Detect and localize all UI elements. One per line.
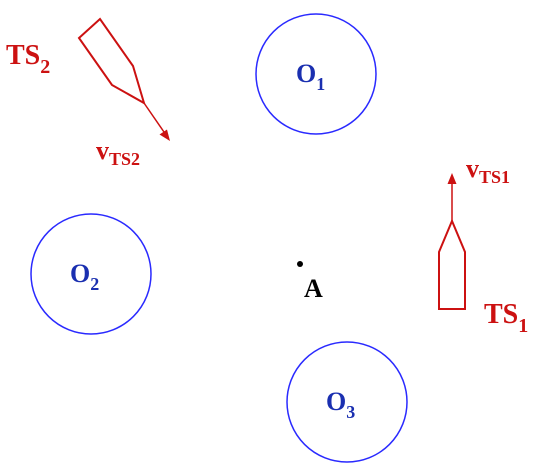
- point-a-label: A: [304, 274, 323, 303]
- obstacle-o1-label: O1: [296, 59, 325, 94]
- ship-ts1-hull: [438, 218, 466, 310]
- obstacle-o1: O1: [255, 13, 377, 135]
- obstacle-o3-circle: [286, 341, 408, 463]
- ship-ts2-velocity-label: vTS2: [96, 136, 140, 169]
- obstacle-o3-label: O3: [326, 387, 355, 422]
- obstacle-o2-circle: [30, 213, 152, 335]
- ship-ts2: vTS2 TS2: [6, 17, 170, 169]
- ship-ts2-velocity-arrow: [143, 102, 165, 133]
- ship-ts2-label: TS2: [6, 40, 50, 78]
- obstacle-o2-label: O2: [70, 259, 99, 294]
- point-a: A: [297, 261, 323, 303]
- obstacle-o1-circle: [255, 13, 377, 135]
- ship-ts1-label: TS1: [484, 299, 528, 337]
- ship-ts1: vTS1 TS1: [438, 154, 528, 337]
- ship-ts2-velocity-arrowhead: [159, 129, 170, 141]
- point-a-dot: [297, 261, 303, 267]
- ship-ts1-velocity-label: vTS1: [466, 154, 510, 187]
- ship-ts1-velocity-arrowhead: [447, 173, 457, 184]
- obstacle-o2: O2: [30, 213, 152, 335]
- ship-ts2-hull: [77, 17, 146, 106]
- obstacle-o3: O3: [286, 341, 408, 463]
